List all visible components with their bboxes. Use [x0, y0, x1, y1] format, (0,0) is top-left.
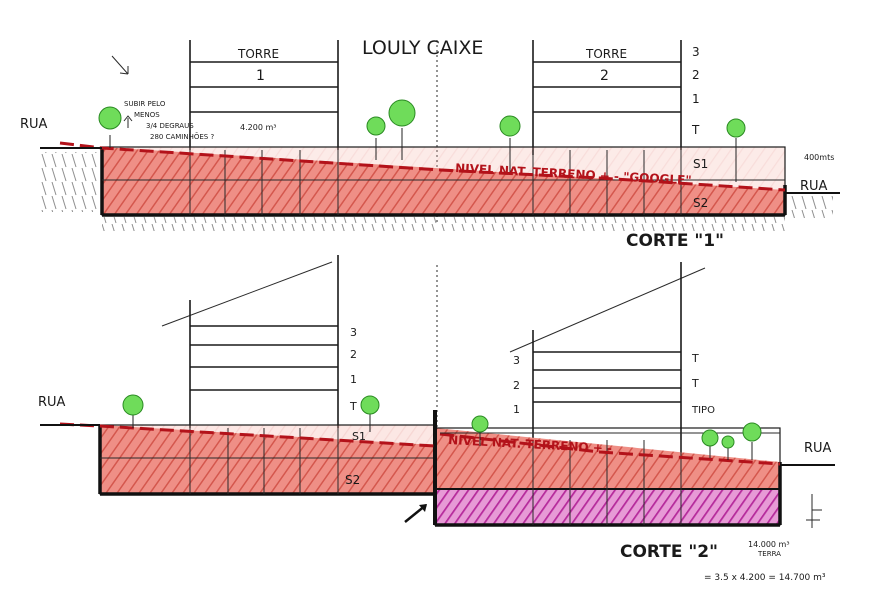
column-grid-2b: [532, 440, 682, 525]
right-floor-tipo: TIPO: [691, 405, 715, 416]
dimension-note: 400mts: [804, 153, 834, 162]
basement-label-s2-2: S2: [345, 473, 360, 487]
north-arrow-icon: [111, 55, 129, 75]
ground-hatch-right: [788, 196, 833, 218]
floor-label-1: 1: [692, 92, 700, 106]
street-label-right: RUA: [800, 179, 828, 194]
ground-hatch-left: [40, 152, 100, 212]
basement-label-s1-2: S1: [352, 430, 366, 443]
svg-text:SUBIR PELO: SUBIR PELO: [124, 100, 166, 108]
tower-1-outline: [189, 40, 339, 150]
tower-2-label: TORRE: [585, 47, 627, 61]
basement-label-s2: S2: [693, 196, 708, 210]
cut-label-1: CORTE "1": [626, 231, 724, 251]
access-note: SUBIR PELO MENOS 3/4 DEGRAUS 280 CAMINHÕ…: [124, 100, 214, 141]
right-floor-1: 1: [513, 403, 520, 416]
ground-hatch-bottom: [102, 217, 785, 231]
cut-label-2: CORTE "2": [620, 542, 718, 562]
svg-text:MENOS: MENOS: [134, 111, 160, 119]
floor-label-2: 2: [692, 68, 700, 82]
level-marker-icon: [806, 494, 822, 528]
street-label-left: RUA: [20, 117, 48, 132]
section-1: LOULY CAIXE TORRE 1 TORRE 2 3 2 1 T: [20, 37, 840, 251]
floor-label-3: 3: [692, 45, 700, 59]
natural-terrain-right: [439, 432, 781, 466]
basement-fill: [102, 147, 785, 215]
left-floor-2: 2: [350, 348, 357, 361]
roof-line-right: [509, 267, 706, 353]
volume-note-2-sub: TERRA: [757, 550, 781, 558]
section-2: 3 2 1 T 3 2 1 T T TIPO: [38, 255, 835, 583]
trees-section-1: [98, 99, 746, 182]
svg-text:280 CAMINHÕES ?: 280 CAMINHÕES ?: [150, 132, 214, 141]
calc-note: = 3.5 x 4.200 = 14.700 m³: [704, 573, 826, 583]
trees-section-2: [122, 394, 762, 460]
pointer-arrowhead-icon: [419, 504, 427, 512]
street-label-right-2: RUA: [804, 441, 832, 456]
right-floor-t1: T: [691, 352, 699, 365]
left-floor-3: 3: [350, 326, 357, 339]
tower-1-elevation: [189, 255, 339, 428]
volume-note-2: 14.000 m³: [748, 540, 790, 549]
basement-label-s1: S1: [693, 157, 708, 171]
floor-label-t: T: [691, 123, 700, 137]
tower-2-outline: [532, 40, 682, 155]
right-floor-t2: T: [691, 377, 699, 390]
right-floor-3: 3: [513, 354, 520, 367]
street-label-left-2: RUA: [38, 395, 66, 410]
svg-text:3/4 DEGRAUS: 3/4 DEGRAUS: [146, 122, 194, 130]
tower-1-label: TORRE: [237, 47, 279, 61]
volume-note: 4.200 m³: [240, 123, 276, 132]
up-arrow-icon: [123, 115, 133, 128]
left-floor-1: 1: [350, 373, 357, 386]
tower-1-number: 1: [256, 68, 265, 84]
right-floor-2: 2: [513, 379, 520, 392]
tower-2-elevation: [532, 262, 682, 455]
drawing-title: LOULY CAIXE: [362, 37, 483, 59]
natural-terrain-line: [59, 141, 786, 192]
tower-2-number: 2: [600, 68, 609, 84]
roof-line-left: [161, 261, 333, 327]
left-floor-t: T: [349, 400, 357, 413]
